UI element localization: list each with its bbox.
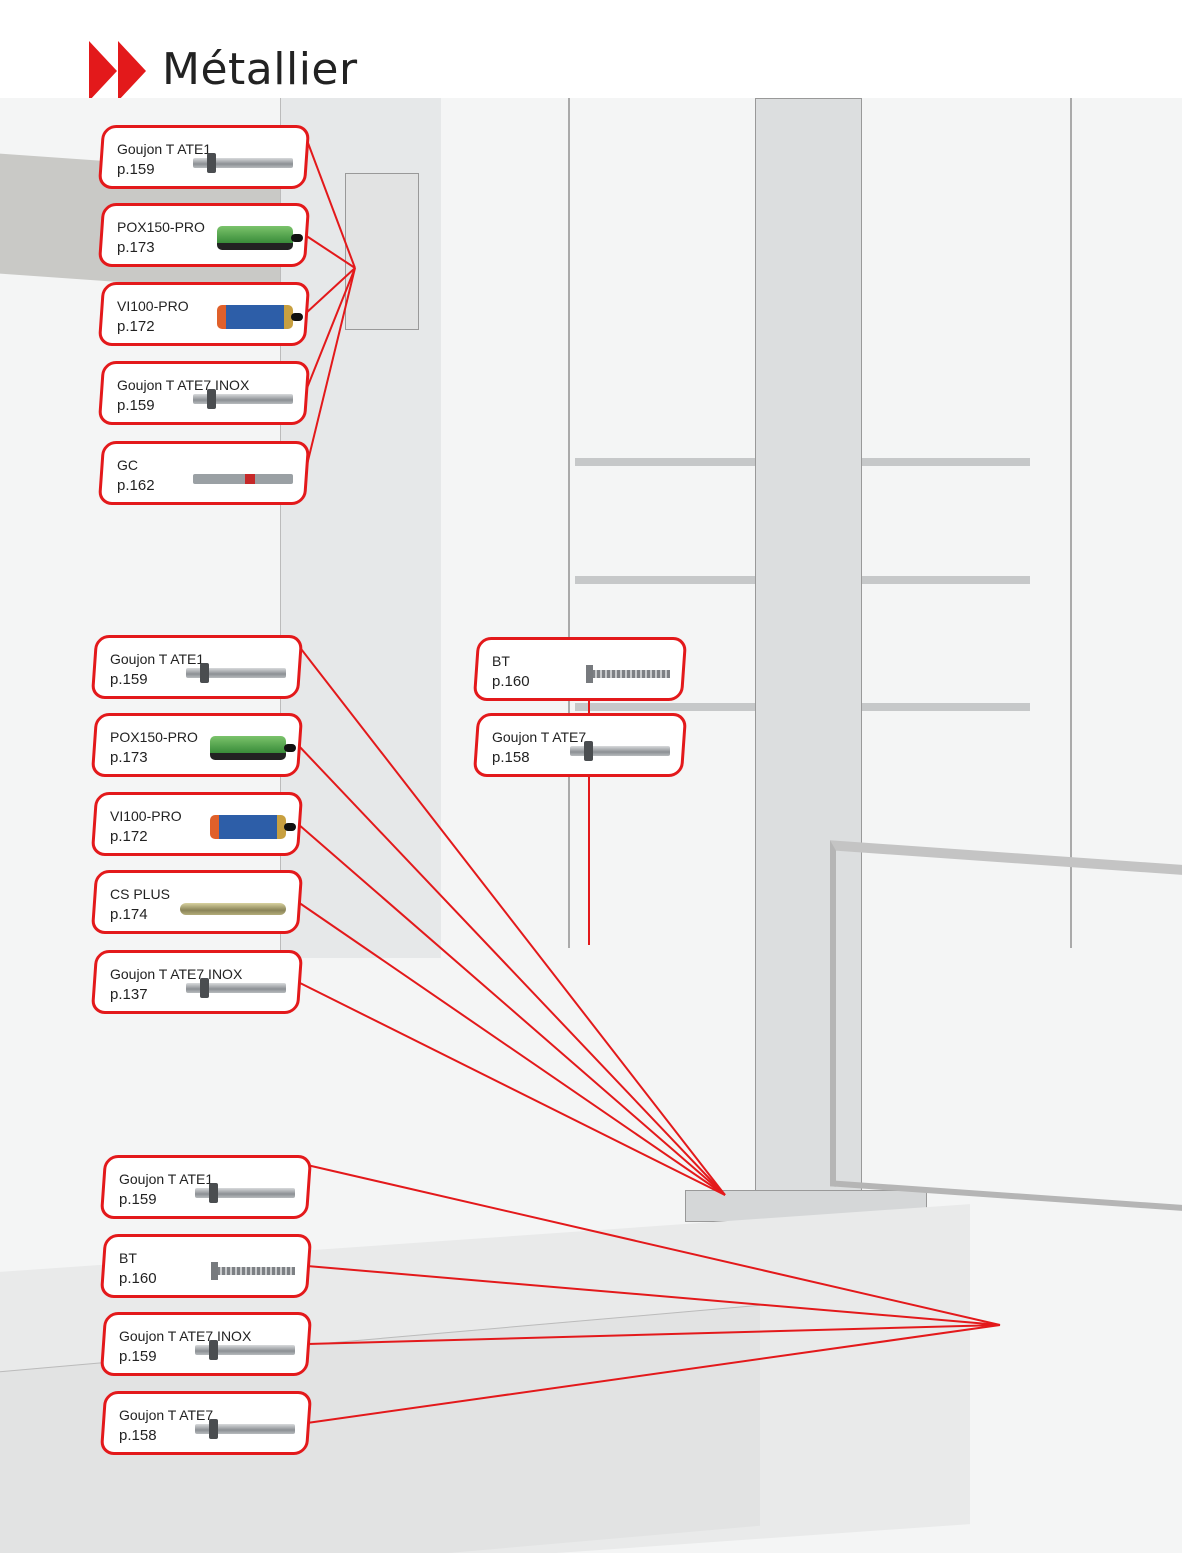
product-callout[interactable]: Goujon T ATE7 INOX p.137: [90, 950, 304, 1014]
anchor-bolt-icon: [570, 746, 670, 756]
anchor-bolt-icon: [195, 1345, 295, 1355]
product-name: POX150-PRO: [117, 219, 205, 235]
mesh-sleeve-icon: [180, 903, 286, 915]
product-callout[interactable]: CS PLUS p.174: [90, 870, 304, 934]
gc-anchor-icon: [193, 474, 293, 484]
product-name: Goujon T ATE7 INOX: [119, 1328, 252, 1344]
product-name: BT: [119, 1250, 137, 1266]
product-callout[interactable]: GC p.162: [97, 441, 311, 505]
product-name: POX150-PRO: [110, 729, 198, 745]
product-callout[interactable]: POX150-PRO p.173: [97, 203, 311, 267]
product-name: VI100-PRO: [110, 808, 182, 824]
concrete-screw-icon: [592, 670, 670, 678]
anchor-bolt-icon: [195, 1424, 295, 1434]
page-reference: p.162: [117, 477, 155, 494]
page-reference: p.160: [492, 673, 530, 690]
product-callout[interactable]: VI100-PRO p.172: [90, 792, 304, 856]
product-name: BT: [492, 653, 510, 669]
product-name: Goujon T ATE1: [110, 651, 205, 667]
green-cartridge-icon: [210, 736, 286, 770]
product-callout[interactable]: Goujon T ATE7 p.158: [99, 1391, 313, 1455]
page-reference: p.158: [119, 1427, 157, 1444]
product-name: VI100-PRO: [117, 298, 189, 314]
blue-cartridge-icon: [210, 815, 286, 849]
page-reference: p.172: [117, 318, 155, 335]
concrete-column: [755, 98, 862, 1205]
product-name: Goujon T ATE7: [119, 1407, 214, 1423]
product-name: GC: [117, 457, 138, 473]
anchor-bolt-icon: [195, 1188, 295, 1198]
page-reference: p.173: [117, 239, 155, 256]
anchor-bolt-icon: [186, 983, 286, 993]
product-callout[interactable]: Goujon T ATE7 INOX p.159: [99, 1312, 313, 1376]
page-reference: p.159: [117, 161, 155, 178]
page-reference: p.159: [119, 1348, 157, 1365]
chevron-icon: [89, 41, 117, 101]
concrete-screw-icon: [217, 1267, 295, 1275]
page-reference: p.137: [110, 986, 148, 1003]
page-reference: p.159: [110, 671, 148, 688]
wall-plate: [345, 173, 419, 330]
product-callout[interactable]: Goujon T ATE7 INOX p.159: [97, 361, 311, 425]
page-reference: p.160: [119, 1270, 157, 1287]
product-callout[interactable]: Goujon T ATE1 p.159: [90, 635, 304, 699]
anchor-bolt-icon: [193, 158, 293, 168]
product-callout[interactable]: Goujon T ATE7 p.158: [472, 713, 688, 777]
product-name: CS PLUS: [110, 886, 170, 902]
blue-cartridge-icon: [217, 305, 293, 339]
anchor-bolt-icon: [193, 394, 293, 404]
page-reference: p.173: [110, 749, 148, 766]
product-callout[interactable]: Goujon T ATE1 p.159: [99, 1155, 313, 1219]
product-callout[interactable]: POX150-PRO p.173: [90, 713, 304, 777]
product-name: Goujon T ATE1: [117, 141, 212, 157]
product-name: Goujon T ATE7 INOX: [117, 377, 250, 393]
page-title: Métallier: [162, 44, 358, 95]
page-reference: p.159: [117, 397, 155, 414]
chevron-icon: [118, 41, 146, 101]
shelving-frame: [568, 98, 1072, 948]
product-name: Goujon T ATE7: [492, 729, 587, 745]
product-callout[interactable]: BT p.160: [99, 1234, 313, 1298]
product-callout[interactable]: Goujon T ATE1 p.159: [97, 125, 311, 189]
anchor-bolt-icon: [186, 668, 286, 678]
page-reference: p.158: [492, 749, 530, 766]
page-reference: p.172: [110, 828, 148, 845]
product-callout[interactable]: VI100-PRO p.172: [97, 282, 311, 346]
page-reference: p.174: [110, 906, 148, 923]
product-name: Goujon T ATE7 INOX: [110, 966, 243, 982]
page-header: Métallier: [0, 0, 1182, 101]
page-reference: p.159: [119, 1191, 157, 1208]
green-cartridge-icon: [217, 226, 293, 260]
product-callout[interactable]: BT p.160: [472, 637, 688, 701]
product-name: Goujon T ATE1: [119, 1171, 214, 1187]
railing: [830, 840, 1182, 1212]
